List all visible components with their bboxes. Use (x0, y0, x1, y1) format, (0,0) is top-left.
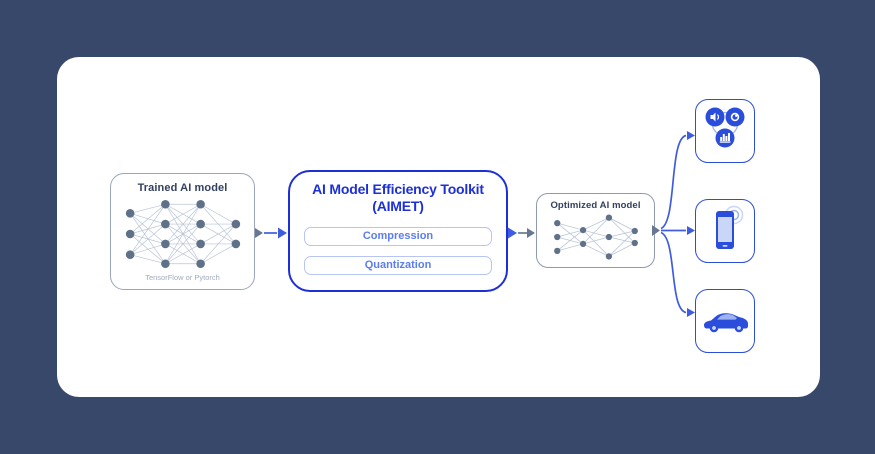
aimet-title-line1: AI Model Efficiency Toolkit (312, 181, 484, 197)
aimet-box: AI Model Efficiency Toolkit (AIMET) Comp… (288, 170, 508, 292)
camera-lens-icon (725, 107, 745, 127)
quantization-button[interactable]: Quantization (304, 256, 492, 275)
car-icon (704, 313, 748, 333)
fanout-arrows (652, 131, 695, 317)
trained-model-box: Trained AI model TensorFlow or Pytorch (110, 173, 255, 290)
aimet-title-line2: (AIMET) (372, 198, 424, 214)
compression-button[interactable]: Compression (304, 227, 492, 246)
application-tile-iot (695, 99, 755, 163)
optimized-model-title: Optimized AI model (550, 200, 641, 211)
aimet-title: AI Model Efficiency Toolkit (AIMET) (312, 181, 484, 215)
smartphone-icon (716, 205, 744, 249)
speaker-icon (705, 107, 725, 127)
application-tile-car (695, 289, 755, 353)
framework-label: TensorFlow or Pytorch (145, 273, 220, 282)
bar-chart-icon (715, 128, 735, 148)
iot-cluster-graphic (705, 107, 745, 148)
optimized-model-box: Optimized AI model (536, 193, 655, 268)
diagram-card: Trained AI model TensorFlow or Pytorch A… (57, 57, 820, 397)
application-tile-smartphone (695, 199, 755, 263)
trained-neural-network-graphic (125, 199, 240, 269)
arrow-aimet-to-optimized (508, 227, 535, 239)
arrow-trained-to-aimet (255, 227, 287, 239)
optimized-neural-network-graphic (553, 214, 638, 260)
trained-model-title: Trained AI model (137, 182, 228, 194)
